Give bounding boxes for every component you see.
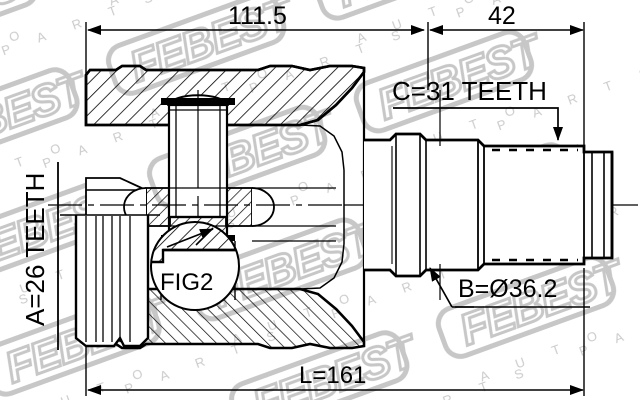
outer-housing-body <box>84 64 366 350</box>
tripod-roller-assembly <box>123 90 336 300</box>
dimension-111-5 <box>85 22 425 78</box>
callout-label-a-26-teeth: A=26 TEETH <box>20 172 50 326</box>
output-shaft-stepped <box>364 90 614 300</box>
leader-c-31-teeth <box>393 107 563 141</box>
leader-b-diameter <box>429 267 590 308</box>
splined-shaft-a <box>48 204 640 348</box>
dimension-label-111-5: 111.5 <box>228 2 287 30</box>
dimension-L-161 <box>85 268 585 396</box>
dimension-label-42: 42 <box>488 2 516 30</box>
detail-label-fig2: FIG2 <box>160 269 214 296</box>
dimension-42 <box>427 22 585 158</box>
callout-label-c-31-teeth: C=31 TEETH <box>392 76 547 106</box>
dimension-label-total-length: L=161 <box>299 362 367 389</box>
callout-label-b-diameter: B=Ø36.2 <box>458 275 558 303</box>
